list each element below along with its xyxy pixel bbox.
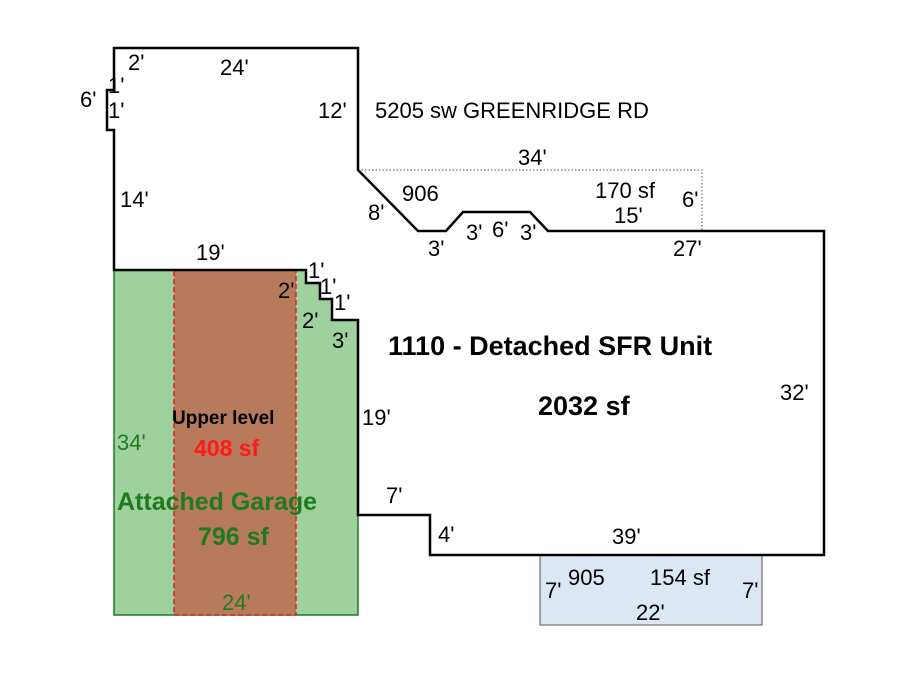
address-label: 5205 sw GREENRIDGE RD: [375, 98, 649, 123]
dim-bottom-c: 6': [492, 217, 508, 242]
upper-level-area-label: 408 sf: [194, 435, 260, 461]
porch-905-area: 154 sf: [650, 565, 711, 590]
porch-906-inner-length: 15': [614, 203, 643, 228]
porch-905-left-depth: 7': [545, 578, 561, 603]
dim-step-3: 1': [320, 274, 336, 299]
dim-bottom-b: 3': [466, 220, 482, 245]
upper-level-area: [173, 269, 297, 616]
dim-garage-side: 19': [362, 405, 391, 430]
dim-jog-top: 7': [386, 483, 402, 508]
dim-left-notch-bottom: 1': [108, 98, 124, 123]
dim-right-side: 32': [780, 380, 809, 405]
dim-left-side: 14': [120, 187, 149, 212]
garage-height-label: 34': [117, 430, 146, 455]
dim-bottom-a: 3': [428, 236, 444, 261]
porch-906-code: 906: [402, 181, 439, 206]
porch-905-right-depth: 7': [742, 578, 758, 603]
porch-906-depth: 6': [682, 187, 698, 212]
dim-upper-right: 12': [318, 98, 347, 123]
dim-left-notch-top: 1': [108, 73, 124, 98]
garage-title: Attached Garage: [117, 488, 317, 516]
dim-left-notch-depth: 6': [80, 87, 96, 112]
dim-bottom: 39': [612, 524, 641, 549]
porch-906-outline: [358, 169, 703, 231]
upper-level-title: Upper level: [172, 408, 274, 429]
dim-jog-side: 4': [438, 522, 454, 547]
porch-905-area: [539, 554, 763, 626]
garage-width-label: 24': [222, 590, 251, 615]
porch-906-area: 170 sf: [595, 178, 656, 203]
dim-step-6: 3': [332, 328, 348, 353]
dim-step-1: 1': [308, 258, 324, 283]
dim-top: 24': [220, 55, 249, 80]
dim-upper-mid: 19': [196, 240, 225, 265]
porch-906-length: 34': [518, 145, 547, 170]
house-outline: [105, 46, 826, 557]
porch-905-width: 22': [636, 600, 665, 625]
dim-main-top: 27': [673, 236, 702, 261]
dim-diagonal: 8': [368, 200, 384, 225]
dim-step-2: 2': [278, 278, 294, 303]
dim-bottom-d: 3': [520, 220, 536, 245]
dim-step-4: 1': [334, 290, 350, 315]
porch-905-code: 905: [568, 565, 605, 590]
dim-step-5: 2': [302, 308, 318, 333]
dim-top-small: 2': [128, 50, 144, 75]
garage-area-label: 796 sf: [198, 523, 270, 551]
main-unit-area: 2032 sf: [538, 391, 631, 421]
main-unit-title: 1110 - Detached SFR Unit: [388, 331, 712, 361]
